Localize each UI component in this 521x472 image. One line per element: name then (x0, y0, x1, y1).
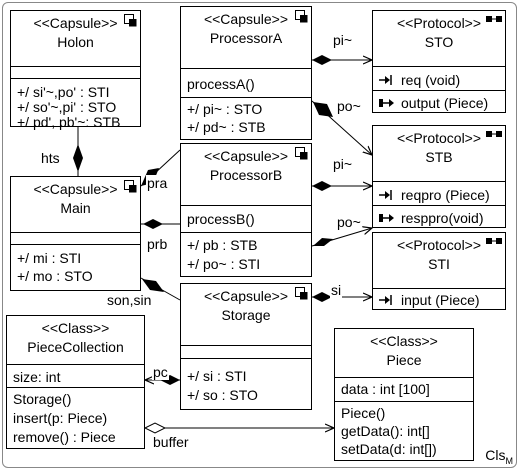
storage-name: Storage (221, 307, 271, 323)
sti-stereotype: <<Protocol>> (396, 237, 482, 253)
buffer-diamond (143, 422, 167, 434)
stb-stereotype: <<Protocol>> (396, 130, 482, 146)
storage-attr: +/ so : STO (187, 387, 258, 403)
piece-collection-op: remove() : Piece (13, 429, 116, 445)
storage-class[interactable]: <<Capsule>> Storage +/ si : STI +/ so : … (180, 283, 312, 410)
capsule-icon (295, 287, 308, 300)
piece-class[interactable]: <<Class>> Piece data : int [100] Piece()… (334, 328, 474, 461)
sto-signal: req (void) (401, 72, 461, 88)
si-diamond (312, 292, 332, 302)
storage-stereotype: <<Capsule>> (203, 288, 289, 304)
edge-label-son-sin: son,sin (106, 292, 153, 308)
processor-b-stereotype: <<Capsule>> (203, 148, 289, 164)
processor-a-op: processA() (187, 76, 255, 92)
pi-b-diamond (312, 181, 332, 191)
holon-stereotype: <<Capsule>> (33, 15, 118, 31)
protocol-icon (486, 16, 502, 22)
holon-class[interactable]: <<Capsule>> Holon +/ si'~,po' : STI +/ s… (10, 10, 141, 130)
sto-signal: output (Piece) (401, 95, 489, 111)
sti-signal: input (Piece) (401, 292, 480, 308)
piece-collection-class[interactable]: <<Class>> PieceCollection size: int Stor… (6, 315, 145, 449)
edge-label-si: si (330, 282, 343, 298)
processor-a-attr: +/ pi~ : STO (187, 101, 263, 117)
edge-label-pi-a: pi~ (332, 32, 354, 48)
holon-attr: +/ si'~,po' : STI (17, 84, 110, 100)
edge-label-pi-b: pi~ (332, 156, 354, 172)
processor-b-attr: +/ po~ : STI (187, 256, 261, 272)
main-name: Main (60, 200, 91, 216)
piece-collection-name: PieceCollection (27, 339, 124, 355)
sti-protocol[interactable]: <<Protocol>> STI input (Piece) (372, 232, 506, 310)
protocol-icon (486, 238, 502, 244)
stb-protocol[interactable]: <<Protocol>> STB reqpro (Piece) resppro(… (372, 125, 506, 228)
po-a-diamond (313, 102, 333, 117)
sto-stereotype: <<Protocol>> (396, 15, 482, 31)
diagram-frame (2, 2, 517, 468)
capsule-icon (295, 10, 308, 23)
protocol-icon (486, 131, 502, 137)
out-signal-icon (379, 214, 394, 222)
sti-name: STI (428, 256, 450, 272)
main-attr: +/ mo : STO (17, 268, 93, 284)
piece-name: Piece (386, 352, 422, 368)
in-signal-icon (379, 190, 392, 200)
po-b-diamond (313, 238, 333, 246)
diagram-corner-label: ClsM (485, 447, 513, 466)
in-signal-icon (379, 75, 392, 85)
capsule-icon (124, 14, 137, 27)
processor-a-name: ProcessorA (209, 30, 283, 46)
piece-op: getData(): int[] (341, 423, 430, 439)
out-signal-icon (379, 99, 394, 107)
processor-b-name: ProcessorB (209, 167, 283, 183)
stb-name: STB (425, 149, 453, 165)
processor-a-attr: +/ pd~ : STB (187, 119, 266, 135)
holon-attr: +/ pd', pb'~: STB (17, 114, 121, 130)
holon-attr: +/ so'~,pi' : STO (17, 99, 117, 115)
piece-attr: data : int [100] (341, 381, 430, 397)
processor-b-op: processB() (187, 211, 255, 227)
edge-label-po-a: po~ (336, 98, 362, 114)
piece-stereotype: <<Class>> (370, 333, 438, 349)
edge-label-prb: prb (146, 236, 169, 252)
processor-a-class[interactable]: <<Capsule>> ProcessorA processA() +/ pi~… (180, 6, 312, 140)
piece-collection-stereotype: <<Class>> (41, 320, 110, 336)
edge-label-pc: pc (152, 364, 169, 380)
processor-b-class[interactable]: <<Capsule>> ProcessorB processB() +/ pb … (180, 143, 312, 277)
storage-attr: +/ si : STI (187, 368, 247, 384)
piece-collection-attr: size: int (13, 369, 61, 385)
sto-protocol[interactable]: <<Protocol>> STO req (void) output (Piec… (372, 10, 506, 113)
edge-label-po-b: po~ (336, 214, 362, 230)
sto-name: STO (424, 34, 454, 50)
son-sin-diamond (142, 279, 164, 292)
hts-diamond (73, 144, 83, 172)
piece-op: Piece() (341, 405, 386, 421)
piece-collection-op: Storage() (13, 391, 72, 407)
piece-collection-op: insert(p: Piece) (13, 410, 108, 426)
prb-diamond (143, 219, 163, 229)
main-attr: +/ mi : STI (17, 250, 82, 266)
processor-a-stereotype: <<Capsule>> (203, 11, 289, 27)
edge-label-pra: pra (146, 175, 169, 191)
pi-a-diamond (312, 55, 332, 65)
main-class[interactable]: <<Capsule>> Main +/ mi : STI +/ mo : STO (10, 176, 141, 291)
holon-name: Holon (57, 34, 94, 50)
capsule-icon (124, 180, 137, 193)
capsule-icon (295, 147, 308, 160)
stb-signal: resppro(void) (401, 210, 484, 226)
main-stereotype: <<Capsule>> (33, 181, 118, 197)
processor-b-attr: +/ pb : STB (187, 237, 258, 253)
in-signal-icon (379, 295, 392, 305)
edge-label-hts: hts (40, 150, 61, 166)
edge-label-buffer: buffer (152, 434, 190, 450)
stb-signal: reqpro (Piece) (401, 187, 490, 203)
piece-op: setData(d: int[]) (341, 441, 437, 457)
